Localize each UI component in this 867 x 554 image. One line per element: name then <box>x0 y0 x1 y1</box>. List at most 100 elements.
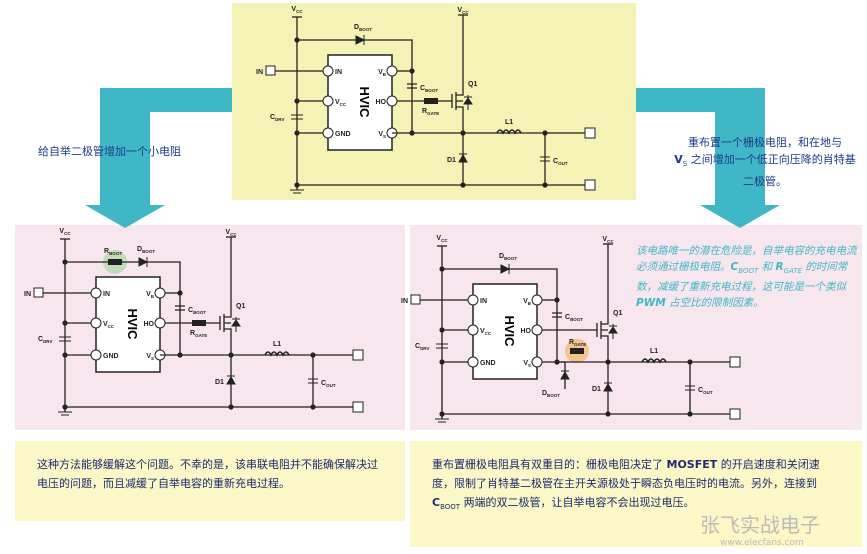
q1-mosfet-icon <box>219 237 232 355</box>
pin <box>154 317 166 329</box>
label-vcc: VCC <box>436 235 448 243</box>
label-cboot: CBOOT <box>420 85 438 93</box>
junction-dot <box>62 404 68 410</box>
in-terminal <box>410 294 421 305</box>
label-pin_in: IN <box>335 69 342 76</box>
right-caption-v: V <box>674 153 683 166</box>
output-terminal <box>352 349 364 361</box>
label-cdrv: CDRV <box>415 343 429 351</box>
label-l1: L1 <box>505 119 513 126</box>
rgate-resistor-icon <box>570 348 584 354</box>
junction-dot <box>687 411 693 417</box>
hvic-label: HVIC <box>125 308 140 340</box>
junction-dot <box>439 327 445 333</box>
cboot-capacitor-icon <box>552 312 562 318</box>
ground-terminal <box>729 408 741 420</box>
arrow-right <box>636 88 780 228</box>
danger-note: 该电路唯一的潜在危险是，自举电容的充电电流必须通过栅极电阻。CBOOT 和 RG… <box>636 243 858 311</box>
hvic-chip <box>472 283 538 380</box>
junction-dot <box>177 352 183 358</box>
label-ho: HO <box>144 321 155 328</box>
left-note: 这种方法能够缓解这个问题。不幸的是，该串联电阻并不能确保解决过电压的问题，而且减… <box>15 441 405 521</box>
danger-note-c: C <box>730 261 739 273</box>
right-note: 重布置栅极电阻具有双重目的：栅极电阻决定了 MOSFET 的开启速度和关闭速度，… <box>410 441 862 547</box>
label-vcc: VCC <box>291 6 303 14</box>
right-note-csub: BOOT <box>440 503 461 512</box>
label-pvcc: VCC <box>103 321 115 329</box>
cdrv-capacitor-icon <box>291 114 303 120</box>
label-vcc: VCC <box>457 7 469 15</box>
label-d1: D1 <box>447 157 456 164</box>
hvic-label: HVIC <box>357 86 372 118</box>
right-caption-vsub: S <box>682 160 688 169</box>
danger-note-pwm: PWM <box>636 297 666 310</box>
pin <box>154 287 166 299</box>
junction-dot <box>294 130 300 136</box>
junction-dot <box>687 359 693 365</box>
label-l1: L1 <box>273 341 281 348</box>
right-note-a: 重布置栅极电阻具有双重目的：栅极电阻决定了 <box>432 458 663 471</box>
cdrv-capacitor-icon <box>59 336 71 342</box>
danger-note-csub: BOOT <box>738 267 759 276</box>
l1-inductor-icon <box>641 358 667 364</box>
label-dboot: DBOOT <box>542 390 560 398</box>
pin <box>467 294 479 306</box>
junction-dot <box>439 411 445 417</box>
junction-dot <box>439 266 445 272</box>
pin <box>386 65 398 77</box>
label-q1: Q1 <box>236 303 245 310</box>
danger-note-a: 该电路唯一的潜在危险是，自举电容的充电电流必须通过栅极电阻。 <box>636 245 857 273</box>
in-terminal <box>265 65 276 76</box>
junction-dot <box>409 130 415 136</box>
right-note-mosfet: MOSFET <box>666 458 718 471</box>
right-note-d: 两端的双二极管，让自举电容不会出现过电压。 <box>463 496 695 509</box>
junction-dot <box>310 352 316 358</box>
label-dboot: DBOOT <box>354 24 372 32</box>
label-vcc: VCC <box>225 229 237 237</box>
watermark-url: www.elecfans.com <box>720 538 804 548</box>
in-terminal <box>33 287 44 298</box>
danger-note-and: 和 <box>761 261 773 273</box>
junction-dot <box>228 404 234 410</box>
hvic-label: HVIC <box>502 315 517 347</box>
pin <box>90 287 102 299</box>
label-vb: VB <box>146 291 155 299</box>
d1-diode-icon <box>603 382 613 392</box>
pin <box>322 95 334 107</box>
rgate-resistor-icon <box>424 98 438 104</box>
body-diode-icon <box>608 324 618 339</box>
label-cdrv: CDRV <box>38 336 52 344</box>
ground-icon <box>435 418 449 423</box>
junction-dot <box>605 359 611 365</box>
label-rgate: RGATE <box>569 339 586 347</box>
junction-dot <box>439 359 445 365</box>
label-pin_in: IN <box>103 291 110 298</box>
l1-inductor-icon <box>496 129 522 135</box>
ground-terminal <box>584 179 596 191</box>
danger-note-end: 占空比的限制因素。 <box>669 297 764 310</box>
pin <box>322 127 334 139</box>
junction-dot <box>460 182 466 188</box>
arrow-left <box>85 88 232 228</box>
junction-dot <box>62 320 68 326</box>
right-caption-b: 之间增加一个低正向压降的肖特基二极管。 <box>690 153 856 189</box>
d1-diode-icon <box>458 153 468 163</box>
junction-dot <box>554 359 560 365</box>
right-caption-a: 重布置一个栅极电阻，和在地与 <box>688 136 842 149</box>
q1-mosfet-icon <box>596 244 609 362</box>
cboot-capacitor-icon <box>175 305 185 311</box>
wire <box>297 39 413 133</box>
pin <box>467 356 479 368</box>
label-gnd: GND <box>480 360 496 367</box>
ground-terminal <box>352 401 364 413</box>
dboot-diode-icon <box>355 35 366 45</box>
body-diode-icon <box>231 317 241 332</box>
label-vs: VS <box>378 131 386 139</box>
label-dboot: DBOOT <box>499 253 517 261</box>
label-vb: VB <box>523 298 532 306</box>
label-vs: VS <box>146 353 154 361</box>
junction-dot <box>62 259 68 265</box>
